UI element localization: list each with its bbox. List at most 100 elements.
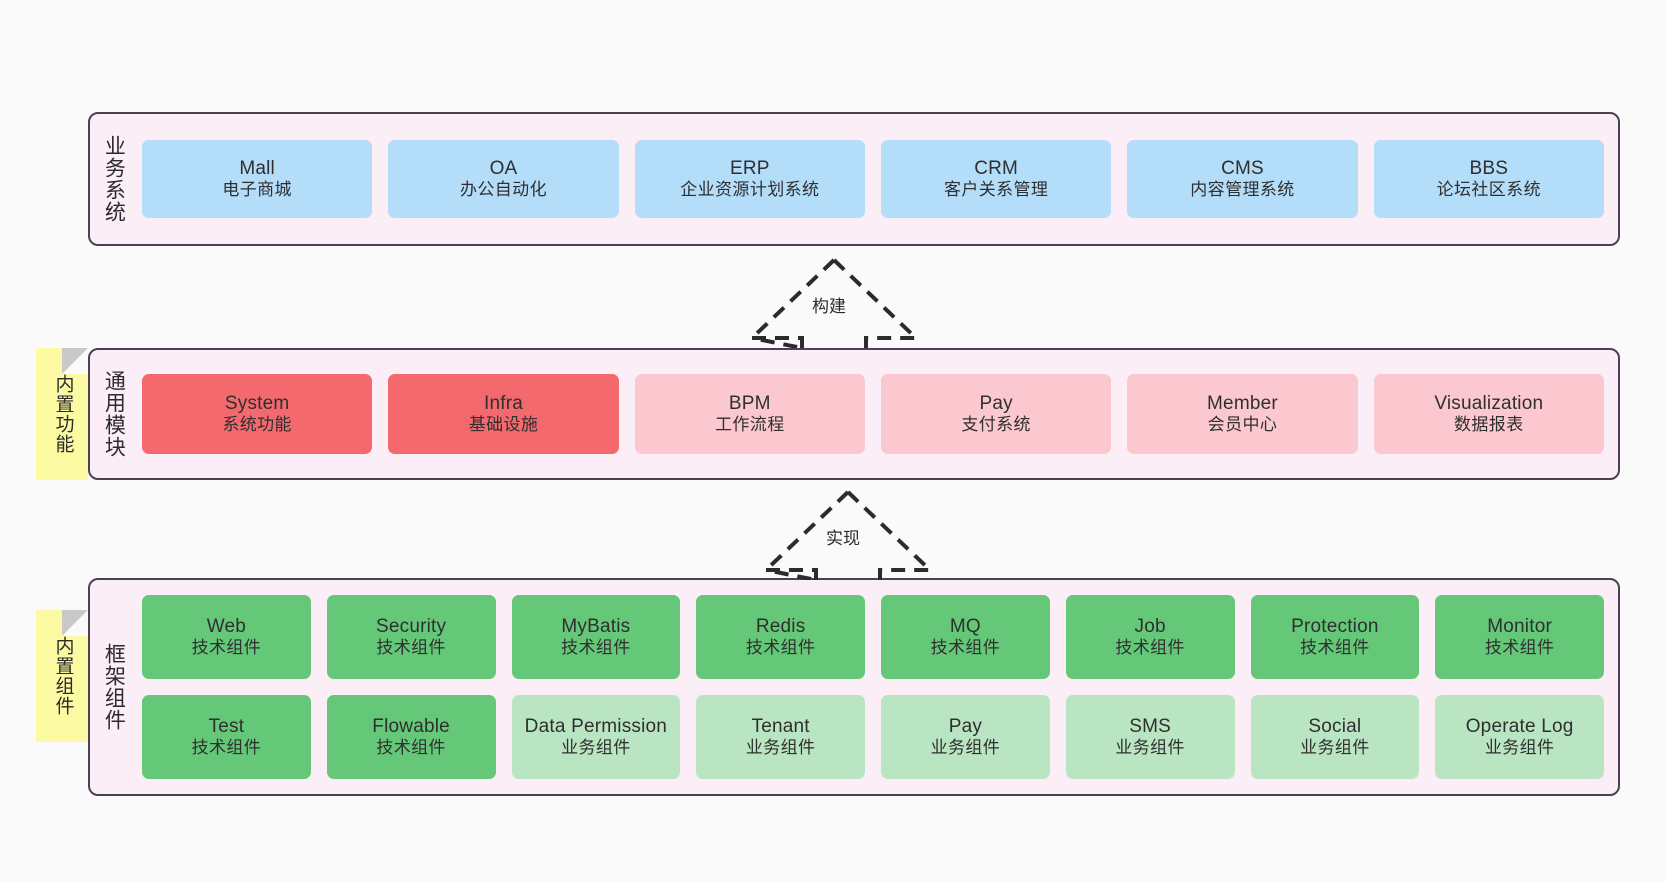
node-title: CRM xyxy=(974,158,1019,180)
node-subtitle: 业务组件 xyxy=(1484,738,1555,758)
node-infra[interactable]: Infra 基础设施 xyxy=(388,374,619,454)
node-title: Security xyxy=(376,616,447,638)
note-builtin-function: 内置功能 xyxy=(36,348,88,480)
layer-business-title: 业务系统 xyxy=(102,135,126,223)
node-security[interactable]: Security 技术组件 xyxy=(326,595,496,679)
node-subtitle: 数据报表 xyxy=(1454,415,1524,435)
node-monitor[interactable]: Monitor 技术组件 xyxy=(1435,595,1604,679)
layer-common-module: 通用模块 System 系统功能 Infra 基础设施 BPM 工作流程 Pay… xyxy=(88,348,1620,480)
layer-business-system: 业务系统 Mall 电子商城 OA 办公自动化 ERP 企业资源计划系统 CRM… xyxy=(88,112,1620,246)
node-title: Visualization xyxy=(1434,393,1544,415)
node-title: Web xyxy=(206,616,247,638)
node-title: Tenant xyxy=(751,716,810,738)
node-web[interactable]: Web 技术组件 xyxy=(142,595,311,679)
node-subtitle: 技术组件 xyxy=(1484,638,1555,658)
node-title: Redis xyxy=(755,616,806,638)
node-title: Flowable xyxy=(372,716,450,738)
node-subtitle: 客户关系管理 xyxy=(943,180,1049,200)
node-title: Data Permission xyxy=(524,716,668,738)
node-title: Infra xyxy=(483,393,523,415)
node-oa[interactable]: OA 办公自动化 xyxy=(388,140,619,218)
node-title: System xyxy=(224,393,290,415)
node-tenant[interactable]: Tenant 业务组件 xyxy=(696,695,865,779)
node-row: Test 技术组件 Flowable 技术组件 Data Permission … xyxy=(142,695,1604,779)
node-subtitle: 工作流程 xyxy=(715,415,785,435)
node-erp[interactable]: ERP 企业资源计划系统 xyxy=(634,140,865,218)
node-flowable[interactable]: Flowable 技术组件 xyxy=(326,695,496,779)
node-subtitle: 技术组件 xyxy=(191,638,262,658)
node-protection[interactable]: Protection 技术组件 xyxy=(1250,595,1420,679)
layer-module-body: System 系统功能 Infra 基础设施 BPM 工作流程 Pay 支付系统… xyxy=(136,350,1618,478)
node-operate-log[interactable]: Operate Log 业务组件 xyxy=(1435,695,1604,779)
node-subtitle: 企业资源计划系统 xyxy=(680,180,820,200)
node-crm[interactable]: CRM 客户关系管理 xyxy=(880,140,1112,218)
node-title: Protection xyxy=(1291,616,1379,638)
node-subtitle: 业务组件 xyxy=(930,738,1001,758)
node-visualization[interactable]: Visualization 数据报表 xyxy=(1373,374,1604,454)
generalization-arrow-implement-icon xyxy=(764,490,934,580)
note-builtin-component: 内置组件 xyxy=(36,610,88,742)
node-data-permission[interactable]: Data Permission 业务组件 xyxy=(511,695,681,779)
node-subtitle: 业务组件 xyxy=(1115,738,1185,758)
node-title: Operate Log xyxy=(1465,716,1574,738)
node-title: Monitor xyxy=(1487,616,1552,638)
node-title: CMS xyxy=(1221,158,1264,180)
generalization-arrow-build-icon xyxy=(750,258,920,348)
layer-framework-body: Web 技术组件 Security 技术组件 MyBatis 技术组件 Redi… xyxy=(136,580,1618,794)
node-subtitle: 电子商城 xyxy=(222,180,292,200)
layer-business-body: Mall 电子商城 OA 办公自动化 ERP 企业资源计划系统 CRM 客户关系… xyxy=(136,114,1618,244)
node-subtitle: 会员中心 xyxy=(1207,415,1278,435)
node-row: System 系统功能 Infra 基础设施 BPM 工作流程 Pay 支付系统… xyxy=(142,374,1604,454)
node-title: Pay xyxy=(948,716,983,738)
node-mq[interactable]: MQ 技术组件 xyxy=(881,595,1050,679)
node-subtitle: 技术组件 xyxy=(561,638,631,658)
node-title: BBS xyxy=(1469,158,1509,180)
node-title: Member xyxy=(1207,393,1278,415)
node-social[interactable]: Social 业务组件 xyxy=(1250,695,1420,779)
node-title: Pay xyxy=(979,393,1013,415)
node-row: Mall 电子商城 OA 办公自动化 ERP 企业资源计划系统 CRM 客户关系… xyxy=(142,140,1604,218)
node-title: Job xyxy=(1134,616,1166,638)
layer-framework-component: 框架组件 Web 技术组件 Security 技术组件 MyBatis 技术组件… xyxy=(88,578,1620,796)
node-test[interactable]: Test 技术组件 xyxy=(142,695,311,779)
node-job[interactable]: Job 技术组件 xyxy=(1065,595,1235,679)
node-subtitle: 支付系统 xyxy=(961,415,1031,435)
node-system[interactable]: System 系统功能 xyxy=(142,374,373,454)
node-title: OA xyxy=(489,158,518,180)
node-subtitle: 业务组件 xyxy=(561,738,631,758)
node-subtitle: 技术组件 xyxy=(930,638,1001,658)
node-mall[interactable]: Mall 电子商城 xyxy=(142,140,373,218)
node-mybatis[interactable]: MyBatis 技术组件 xyxy=(511,595,681,679)
node-title: ERP xyxy=(729,158,770,180)
node-member[interactable]: Member 会员中心 xyxy=(1127,374,1358,454)
node-bbs[interactable]: BBS 论坛社区系统 xyxy=(1373,140,1604,218)
node-pay-module[interactable]: Pay 支付系统 xyxy=(880,374,1112,454)
node-bpm[interactable]: BPM 工作流程 xyxy=(634,374,865,454)
node-title: MQ xyxy=(949,616,981,638)
node-cms[interactable]: CMS 内容管理系统 xyxy=(1127,140,1358,218)
node-redis[interactable]: Redis 技术组件 xyxy=(696,595,865,679)
node-subtitle: 业务组件 xyxy=(1300,738,1370,758)
layer-module-title: 通用模块 xyxy=(102,370,126,458)
node-row: Web 技术组件 Security 技术组件 MyBatis 技术组件 Redi… xyxy=(142,595,1604,679)
node-subtitle: 基础设施 xyxy=(468,415,539,435)
node-subtitle: 技术组件 xyxy=(191,738,262,758)
node-title: Social xyxy=(1308,716,1362,738)
node-sms[interactable]: SMS 业务组件 xyxy=(1065,695,1235,779)
node-subtitle: 办公自动化 xyxy=(459,180,547,200)
node-title: Mall xyxy=(239,158,275,180)
connector-label-implement: 实现 xyxy=(826,529,860,548)
node-subtitle: 技术组件 xyxy=(745,638,816,658)
node-subtitle: 技术组件 xyxy=(376,738,446,758)
node-title: MyBatis xyxy=(561,616,631,638)
node-subtitle: 论坛社区系统 xyxy=(1436,180,1541,200)
node-pay-component[interactable]: Pay 业务组件 xyxy=(881,695,1050,779)
node-title: SMS xyxy=(1129,716,1172,738)
layer-framework-title: 框架组件 xyxy=(102,643,126,731)
node-subtitle: 系统功能 xyxy=(222,415,292,435)
node-title: Test xyxy=(208,716,245,738)
node-subtitle: 业务组件 xyxy=(745,738,816,758)
node-subtitle: 技术组件 xyxy=(1115,638,1185,658)
node-subtitle: 技术组件 xyxy=(1300,638,1370,658)
